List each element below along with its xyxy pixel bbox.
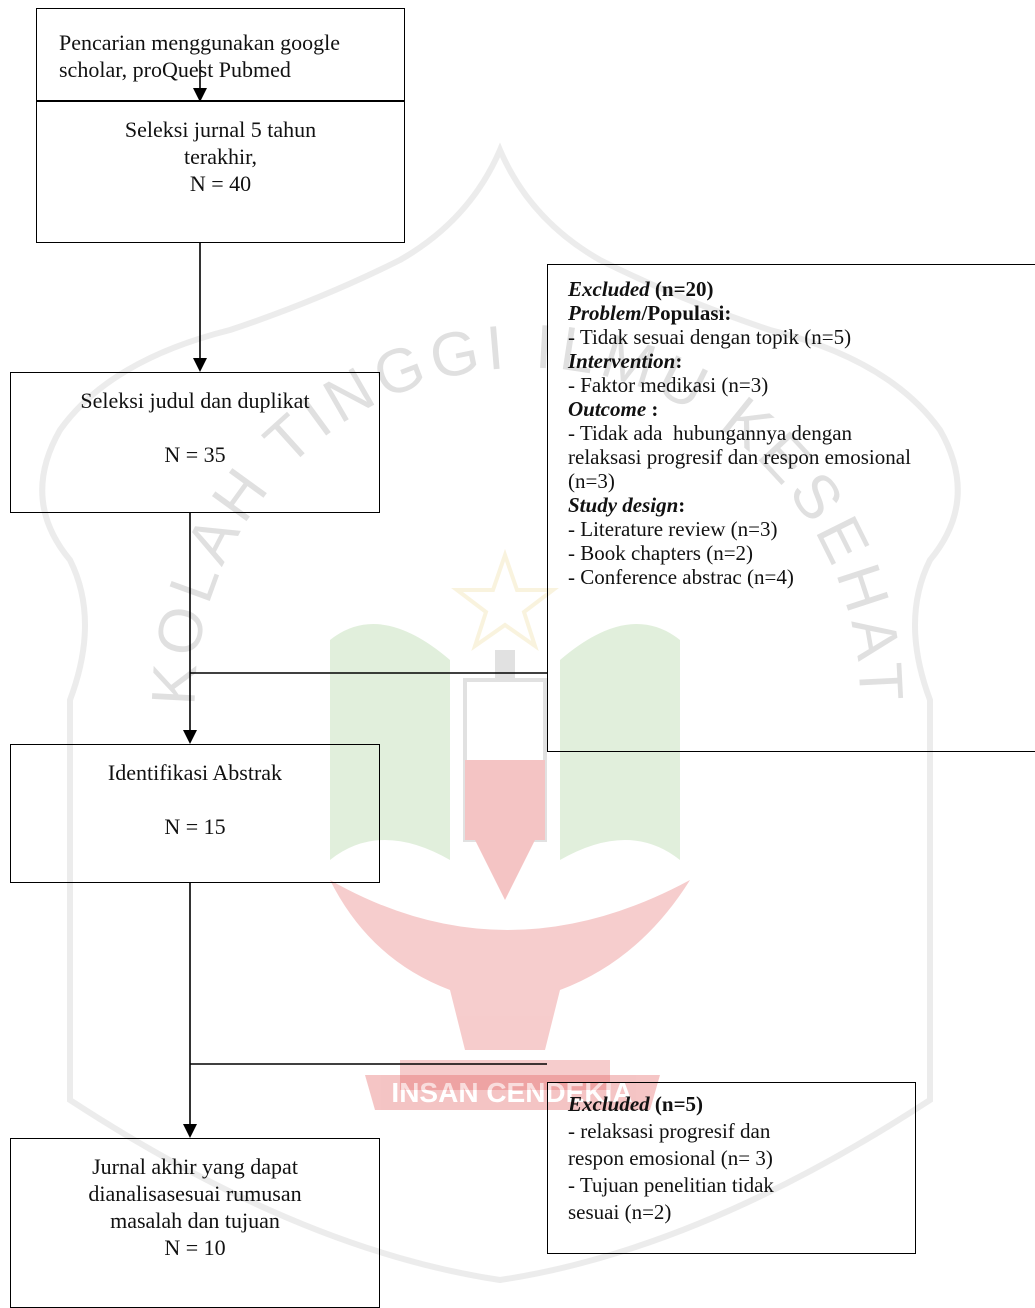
outcome-heading: Outcome : <box>568 397 659 421</box>
title-duplicate-box: Seleksi judul dan duplikat N = 35 <box>10 372 380 513</box>
excluded-20-heading: Excluded (n=20) <box>568 277 714 301</box>
search-sources-box: Pencarian menggunakan google scholar, pr… <box>36 8 405 101</box>
year-selection-line1: Seleksi jurnal 5 tahun <box>124 117 317 142</box>
final-journals-line1: Jurnal akhir yang dapat <box>92 1154 298 1179</box>
abstract-identification-label: Identifikasi Abstrak <box>107 760 283 785</box>
exclusion-item-outcome-line2: relaksasi progresif dan respon emosional <box>568 445 911 469</box>
excluded-5-heading: Excluded (n=5) <box>568 1092 704 1116</box>
title-duplicate-label: Seleksi judul dan duplikat <box>80 388 310 413</box>
intervention-heading: Intervention: <box>568 349 683 373</box>
exclusion-item-conference: - Conference abstrac (n=4) <box>568 565 794 589</box>
exclusion-item-purpose-line2: sesuai (n=2) <box>568 1200 672 1224</box>
year-selection-box: Seleksi jurnal 5 tahun terakhir, N = 40 <box>36 101 405 243</box>
logo-syringe-icon <box>463 650 547 900</box>
exclusion-item-topic: - Tidak sesuai dengan topik (n=5) <box>568 325 852 349</box>
year-selection-count: N = 40 <box>189 171 252 196</box>
excluded-5-box: Excluded (n=5) - relaksasi progresif dan… <box>547 1082 916 1254</box>
arrowhead-abstract <box>183 730 197 744</box>
exclusion-item-medication: - Faktor medikasi (n=3) <box>568 373 769 397</box>
search-sources-text: Pencarian menggunakan google scholar, pr… <box>59 30 341 82</box>
logo-star-icon <box>451 548 559 652</box>
final-journals-line2: dianalisasesuai rumusan <box>88 1181 302 1206</box>
exclusion-item-relaxation-line1: - relaksasi progresif dan <box>568 1119 771 1143</box>
abstract-identification-box: Identifikasi Abstrak N = 15 <box>10 744 380 883</box>
shield-outline <box>39 142 961 1284</box>
final-journals-count: N = 10 <box>164 1235 226 1260</box>
logo-book-icon <box>330 624 680 860</box>
final-journals-box: Jurnal akhir yang dapat dianalisasesuai … <box>10 1138 380 1308</box>
exclusion-item-outcome-line3: (n=3) <box>568 469 615 493</box>
problem-heading: Problem/Populasi: <box>568 301 732 325</box>
arrowhead-title <box>193 358 207 372</box>
exclusion-item-purpose-line1: - Tujuan penelitian tidak <box>568 1173 774 1197</box>
logo-lamp-base-icon <box>330 880 690 1090</box>
exclusion-item-relaxation-line2: respon emosional (n= 3) <box>568 1146 773 1170</box>
final-journals-line3: masalah dan tujuan <box>110 1208 280 1233</box>
abstract-identification-count: N = 15 <box>164 814 226 839</box>
exclusion-item-literature: - Literature review (n=3) <box>568 517 778 541</box>
title-duplicate-count: N = 35 <box>164 442 226 467</box>
exclusion-item-outcome-line1: - Tidak ada hubungannya dengan <box>568 421 853 445</box>
arrowhead-year <box>193 88 207 102</box>
arrowhead-final <box>183 1124 197 1138</box>
excluded-20-box: Excluded (n=20) Problem/Populasi: - Tida… <box>547 264 1035 752</box>
study-design-heading: Study design: <box>568 493 686 517</box>
exclusion-item-book: - Book chapters (n=2) <box>568 541 754 565</box>
year-selection-line2: terakhir, <box>183 144 258 169</box>
